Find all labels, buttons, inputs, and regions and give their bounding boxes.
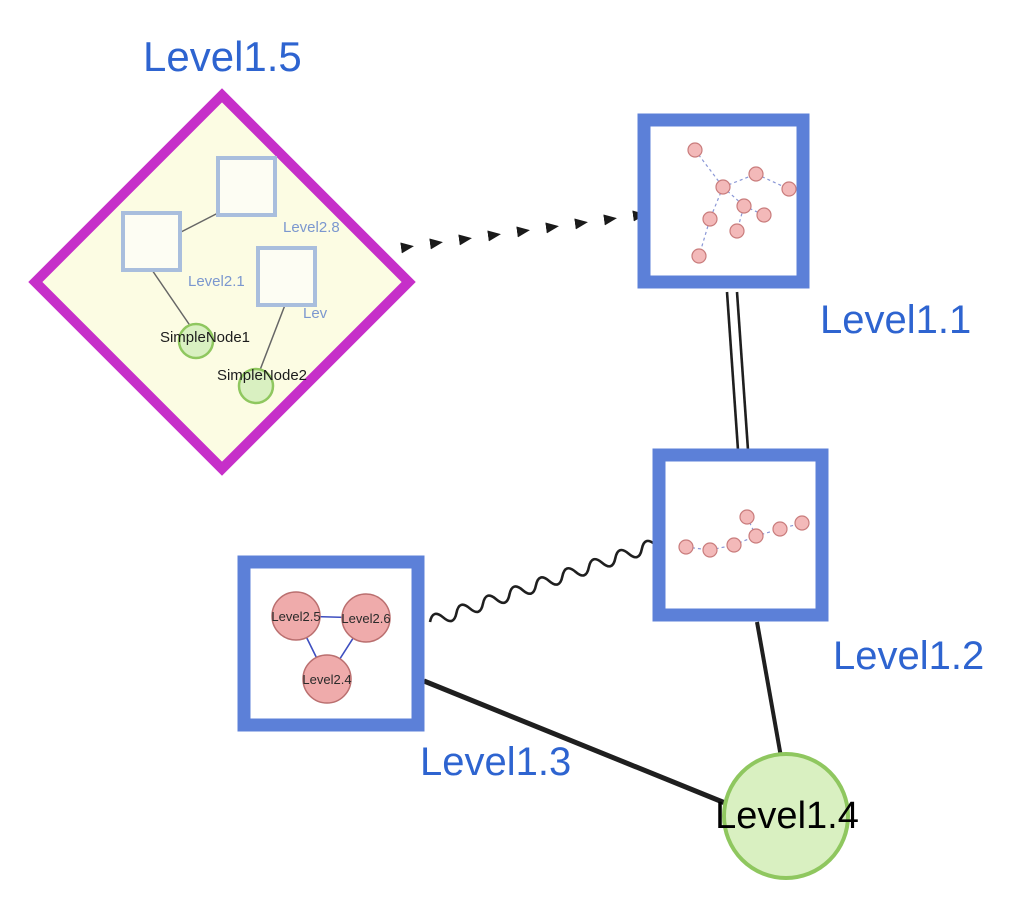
mini-node: [715, 179, 731, 195]
node-level1-5-diamond[interactable]: [28, 88, 416, 476]
mini-node: [748, 166, 764, 182]
mini-node: [726, 537, 742, 553]
level1-2-subgraph: [678, 509, 810, 558]
node-lev-square[interactable]: [256, 246, 317, 307]
label-level2-1: Level2.1: [188, 273, 245, 290]
node-level2-1-square[interactable]: [121, 211, 182, 272]
node-level2-4[interactable]: [302, 654, 352, 704]
edge-level13-level14[interactable]: [423, 678, 736, 810]
label-level2-6: Level2.6: [341, 611, 390, 626]
node-level2-6[interactable]: [341, 593, 391, 643]
node-level2-8-square[interactable]: [216, 156, 277, 217]
level1-1-subgraph: [687, 142, 797, 264]
mini-node: [687, 142, 703, 158]
mini-node: [702, 542, 718, 558]
label-level1-5: Level1.5: [143, 33, 302, 80]
label-level2-5: Level2.5: [271, 609, 320, 624]
mini-node: [678, 539, 694, 555]
mini-node: [729, 223, 745, 239]
mini-node: [748, 528, 764, 544]
mini-node: [702, 211, 718, 227]
mini-node: [781, 181, 797, 197]
label-lev: Lev: [303, 305, 328, 322]
mini-node: [691, 248, 707, 264]
mini-node: [756, 207, 772, 223]
label-level1-1: Level1.1: [820, 298, 972, 342]
label-level2-4: Level2.4: [302, 672, 351, 687]
mini-node: [739, 509, 755, 525]
label-simplenode1: SimpleNode1: [159, 329, 251, 346]
level1-3-subgraph: Level2.5 Level2.6 Level2.4: [271, 591, 391, 704]
node-level1-2[interactable]: [652, 448, 829, 622]
edge-level11-level12-double[interactable]: [725, 291, 750, 451]
label-simplenode2: SimpleNode2: [216, 367, 308, 384]
label-level2-8: Level2.8: [283, 219, 340, 236]
edge-level13-level12-wavy[interactable]: [428, 539, 657, 628]
mini-node: [772, 521, 788, 537]
node-simplenode1[interactable]: [177, 322, 215, 360]
mini-node: [736, 198, 752, 214]
edge-level15-level11-arrow-chain[interactable]: [400, 210, 646, 254]
node-level2-5[interactable]: [271, 591, 321, 641]
level1-5-inner-edges: [151, 211, 286, 371]
label-level1-2: Level1.2: [833, 634, 985, 678]
node-level1-4[interactable]: [722, 752, 850, 880]
label-level1-4: Level1.4: [715, 795, 859, 837]
node-level1-1[interactable]: [637, 113, 810, 289]
label-level1-3: Level1.3: [420, 740, 572, 784]
mini-node: [794, 515, 810, 531]
edge-level12-level14[interactable]: [755, 621, 783, 758]
node-simplenode2[interactable]: [237, 367, 275, 405]
